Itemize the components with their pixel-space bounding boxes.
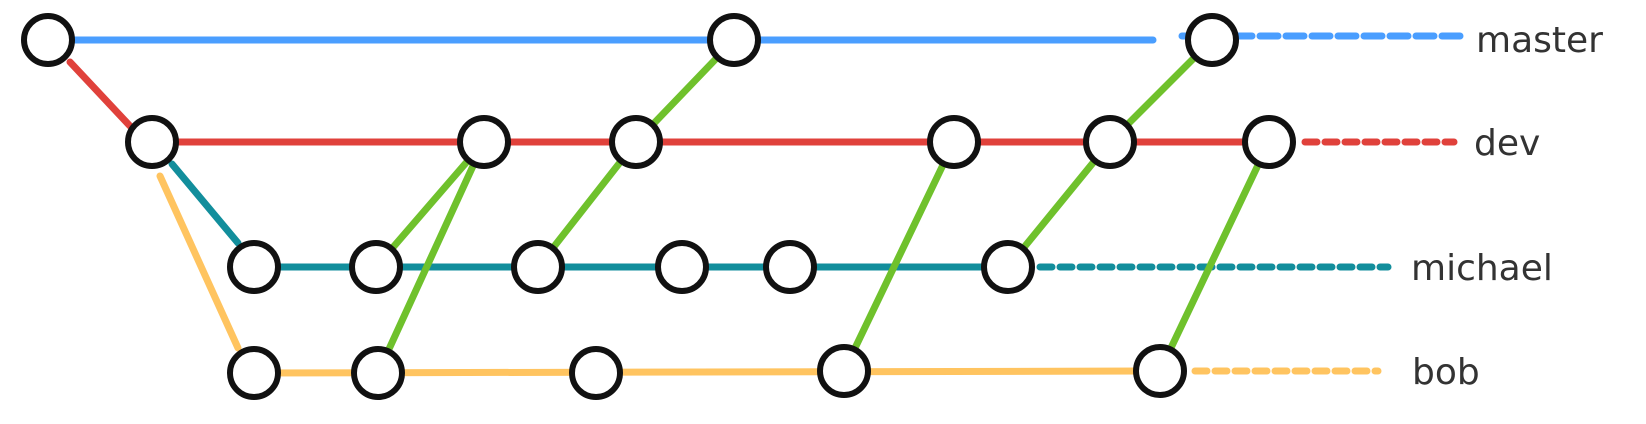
branch-label-dev: dev bbox=[1474, 123, 1540, 164]
merge-line bbox=[1156, 138, 1273, 375]
dev-connector bbox=[66, 58, 134, 130]
commits bbox=[21, 13, 1296, 400]
merge-line bbox=[372, 138, 488, 271]
commit-node[interactable] bbox=[927, 115, 981, 169]
commit-node[interactable] bbox=[981, 240, 1035, 294]
commit-node[interactable] bbox=[511, 240, 565, 294]
branch-label-master: master bbox=[1476, 20, 1603, 61]
commit-node[interactable] bbox=[227, 240, 281, 294]
commit-node[interactable] bbox=[351, 346, 405, 400]
bob-connector bbox=[156, 172, 242, 352]
merge-line bbox=[374, 138, 488, 377]
branch-labels: master dev michael bob bbox=[1411, 20, 1603, 393]
commit-node[interactable] bbox=[125, 115, 179, 169]
commit-node[interactable] bbox=[609, 115, 663, 169]
commit-node[interactable] bbox=[569, 346, 623, 400]
commit-node[interactable] bbox=[1185, 13, 1239, 67]
branch-lines bbox=[44, 32, 1464, 377]
commit-node[interactable] bbox=[707, 13, 761, 67]
commit-node[interactable] bbox=[227, 346, 281, 400]
commit-node[interactable] bbox=[763, 240, 817, 294]
michael-connector bbox=[168, 160, 242, 247]
commit-node[interactable] bbox=[1133, 344, 1187, 398]
merge-lines bbox=[372, 36, 1273, 377]
commit-node[interactable] bbox=[1242, 115, 1296, 169]
branch-label-bob: bob bbox=[1412, 352, 1480, 393]
commit-node[interactable] bbox=[457, 115, 511, 169]
commit-node[interactable] bbox=[349, 240, 403, 294]
bob-line bbox=[250, 367, 1164, 377]
commit-node[interactable] bbox=[1083, 115, 1137, 169]
commit-node[interactable] bbox=[817, 344, 871, 398]
branch-label-michael: michael bbox=[1411, 248, 1553, 289]
commit-node[interactable] bbox=[21, 13, 75, 67]
commit-node[interactable] bbox=[655, 240, 709, 294]
merge-line bbox=[840, 138, 958, 375]
